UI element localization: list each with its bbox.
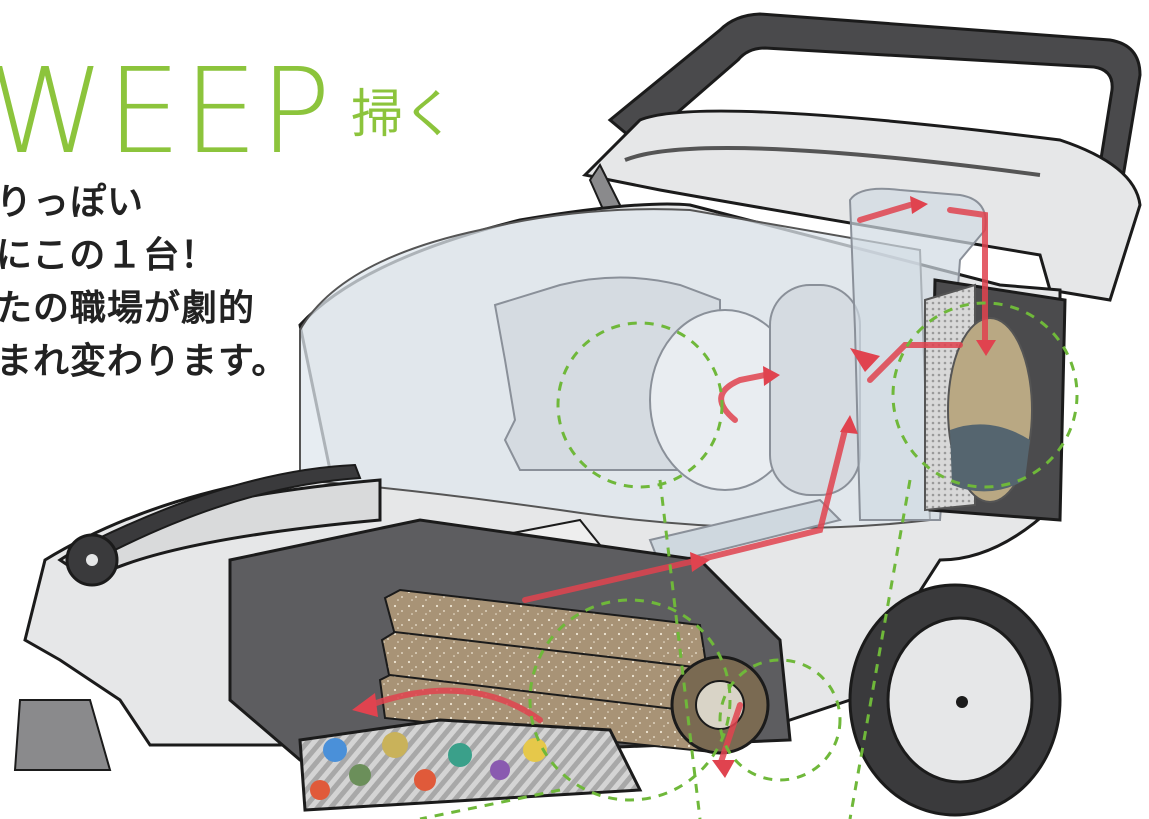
air-duct	[848, 187, 987, 521]
rear-wheel-hub	[956, 696, 968, 708]
side-roller-hub	[86, 554, 98, 566]
copy-line-2: にこの１台！	[0, 235, 218, 276]
headline-english: WEEP	[0, 42, 333, 180]
callout-leader-lines	[419, 479, 912, 819]
copy-line-4: まれ変わります。	[0, 341, 289, 382]
bumper-rail	[93, 463, 362, 557]
motor-cylinder	[769, 284, 861, 496]
dust-tank-water	[950, 424, 1030, 492]
headline-japanese: 掃く	[350, 85, 455, 145]
debris-tray	[298, 718, 643, 812]
dashed-callout-circle-icon	[528, 301, 1079, 802]
roller-end-hub	[695, 680, 745, 730]
airflow-arrowheads	[352, 196, 996, 778]
feature-copy: りっぽい にこの１台！ たの職場が劇的 まれ変わります。	[0, 176, 288, 388]
airflow-arrow-icon	[367, 202, 988, 768]
copy-line-1: りっぽい	[0, 182, 145, 223]
debris-items	[310, 732, 547, 800]
copy-line-3: たの職場が劇的	[0, 288, 256, 329]
rear-frame-inner	[624, 146, 1041, 177]
side-brush	[13, 699, 112, 771]
